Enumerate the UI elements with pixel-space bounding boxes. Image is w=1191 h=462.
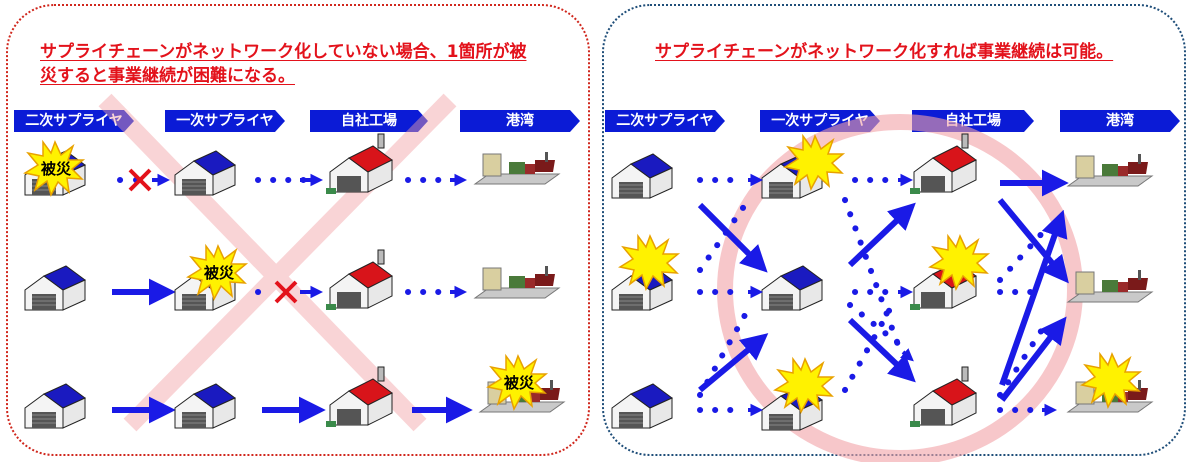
right-arrows (697, 169, 1069, 417)
left-row3-disaster-label: 被災 (503, 374, 534, 392)
left-big-cross-mark (98, 93, 457, 432)
left-row1-disaster-label: 被災 (40, 160, 71, 178)
warehouse-blue-icon (174, 150, 236, 196)
left-row2 (24, 245, 560, 311)
left-header-port: 港湾 (460, 110, 580, 132)
left-header-primary-supplier: 一次サプライヤ (165, 110, 285, 132)
left-row1 (24, 133, 560, 196)
left-caption-line1: サプライチェーンがネットワーク化していない場合、1箇所が被 (40, 42, 527, 62)
left-panel (6, 4, 590, 456)
right-big-circle-mark (717, 114, 1083, 462)
left-caption-line2: 災すると事業継続が困難になる。 (40, 66, 295, 86)
left-header-secondary-supplier: 二次サプライヤ (14, 110, 134, 132)
left-row2-disaster-label: 被災 (203, 264, 234, 282)
port-icon (474, 151, 560, 185)
x-mark-icon (128, 168, 152, 192)
right-header-port: 港湾 (1060, 110, 1180, 132)
right-caption: サプライチェーンがネットワーク化すれば事業継続は可能。 (655, 42, 1114, 62)
left-row3 (24, 355, 565, 429)
factory-red-icon (325, 133, 393, 195)
right-header-secondary-supplier: 二次サプライヤ (605, 110, 725, 132)
left-header-own-factory: 自社工場 (310, 110, 428, 132)
